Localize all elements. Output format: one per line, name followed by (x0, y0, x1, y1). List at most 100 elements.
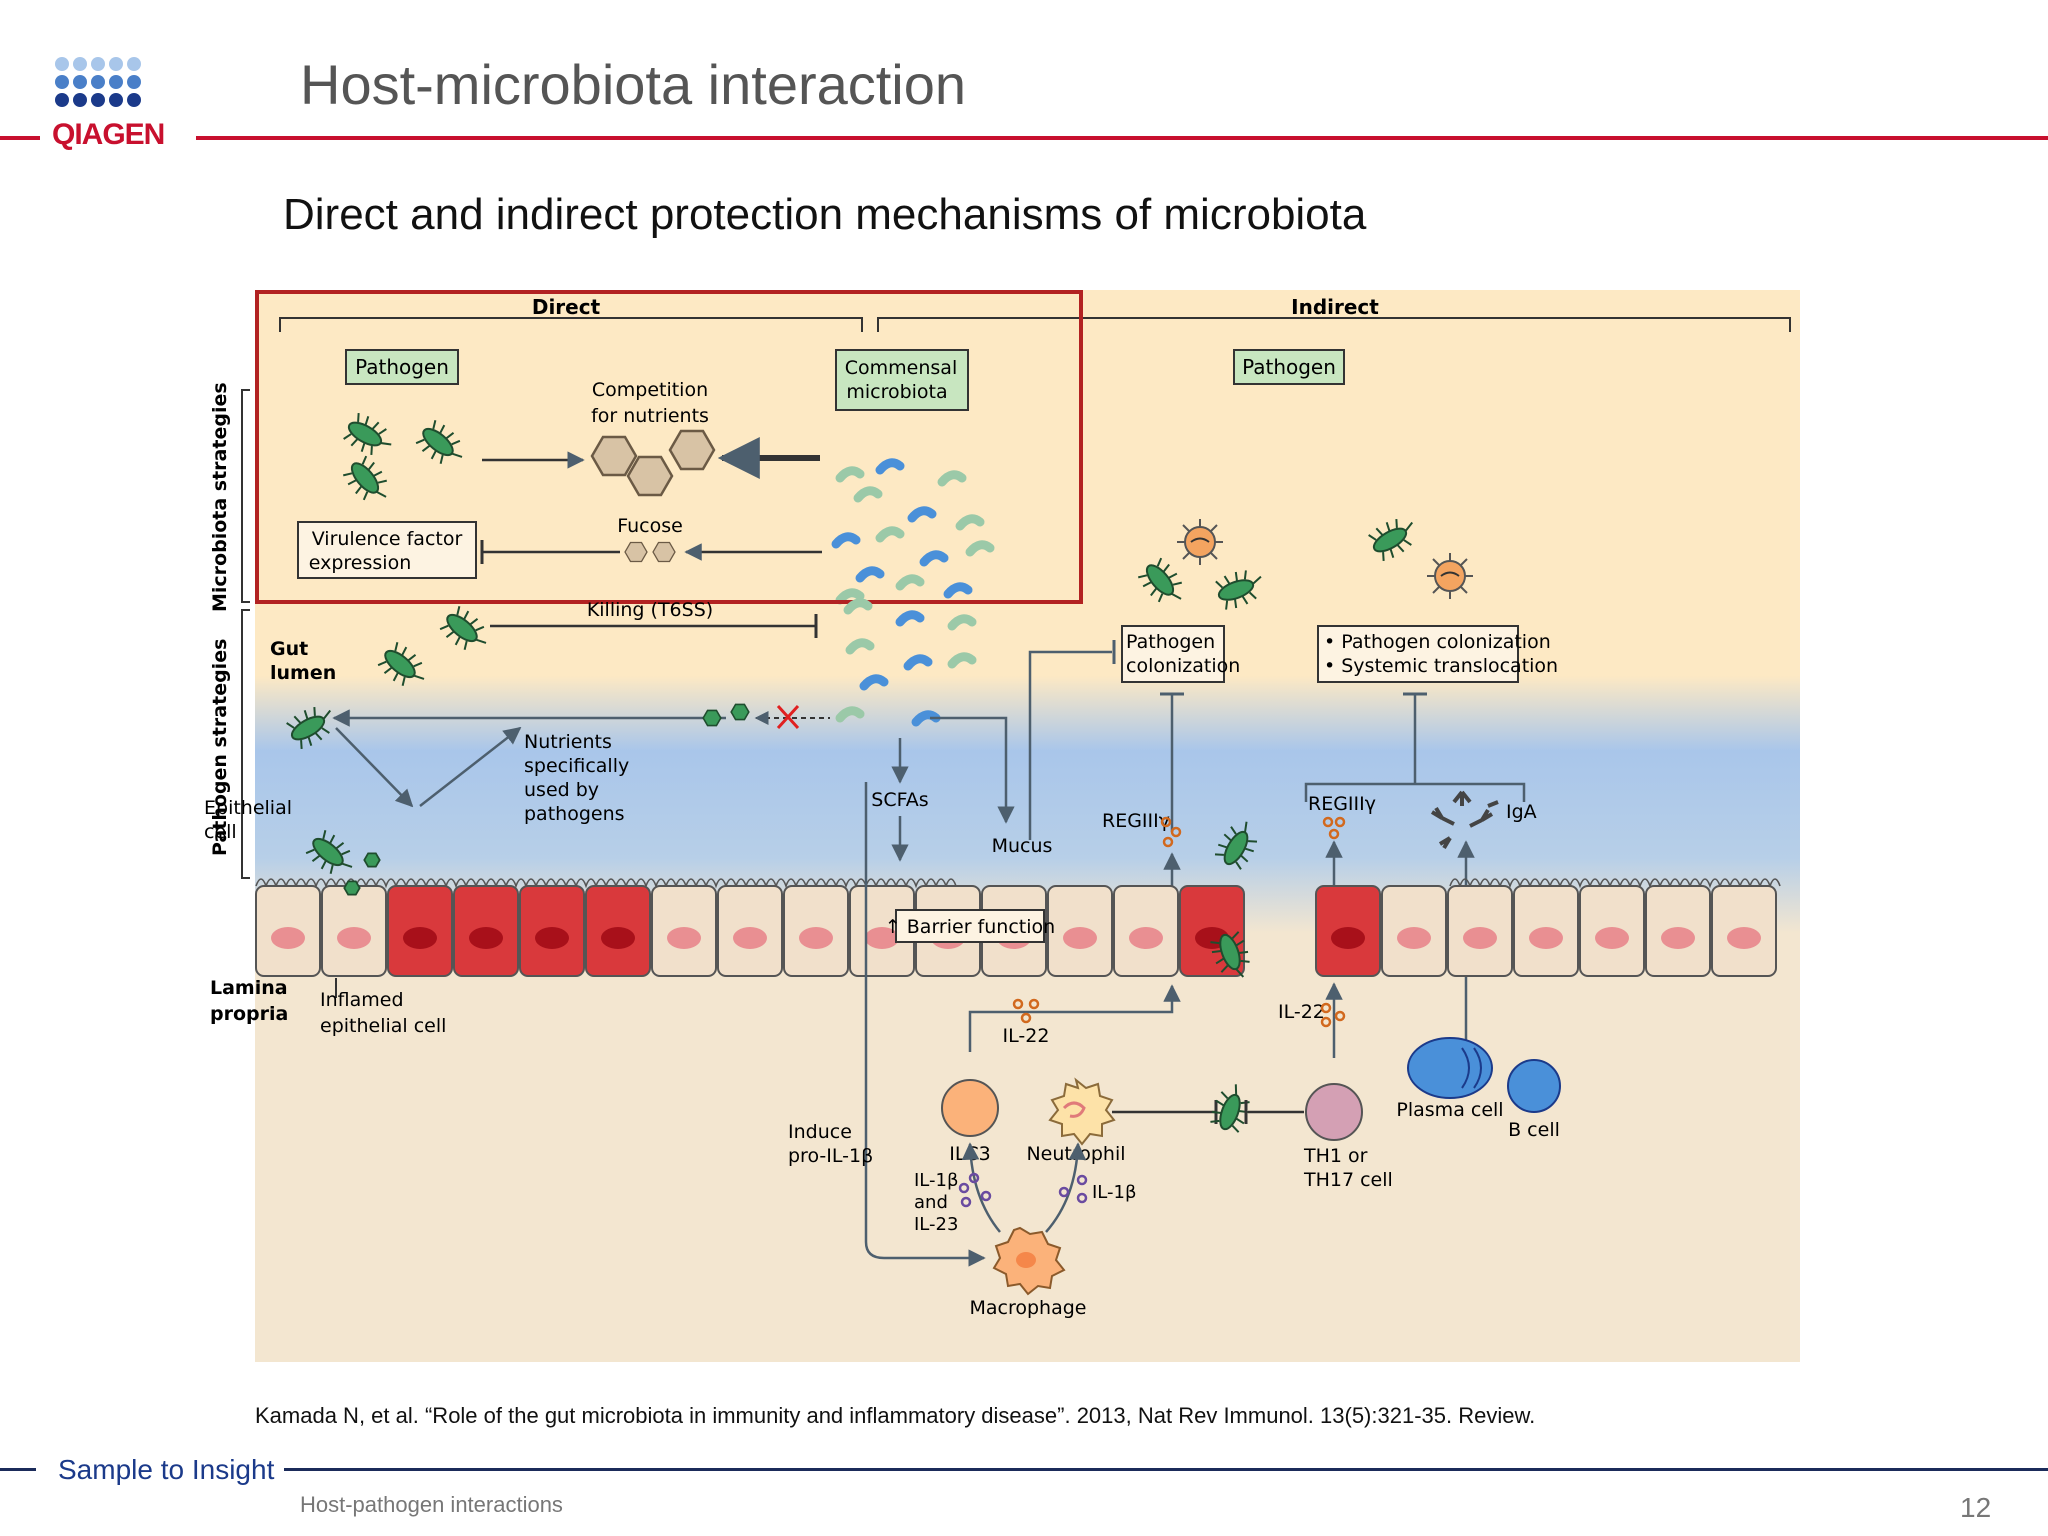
th-label-1: TH1 or (1303, 1145, 1368, 1167)
mucus-arrow (930, 716, 1015, 824)
nutrient-hex-green-2 (730, 703, 750, 721)
macrophage-ilc3-arrow (961, 1142, 1001, 1233)
direct-heading: Direct (532, 295, 601, 319)
il1b-il23-label-2: and (914, 1192, 948, 1213)
nutrient-hex-green-1 (702, 709, 722, 727)
pathogen-box-label: Pathogen (355, 355, 449, 379)
epithelial-label-2: cell (204, 821, 237, 843)
footer-rule-left (0, 1468, 36, 1471)
il22-label-b: IL-22 (1278, 1001, 1325, 1023)
nutrients-label-1: Nutrients (524, 731, 612, 753)
macrophage-cell (992, 1226, 1066, 1296)
th-cell (1305, 1083, 1363, 1141)
logo-dots-icon (55, 57, 141, 107)
barrier-function-label: ↑ Barrier function (885, 916, 1055, 938)
microbiota-strategies-label: Microbiota strategies (209, 382, 231, 612)
slide-title: Host-microbiota interaction (300, 53, 967, 116)
il22-label-a: IL-22 (1003, 1025, 1050, 1047)
commensal-label-2: microbiota (846, 381, 947, 403)
iga-antibody-icon (1430, 790, 1499, 850)
ilc3-cell (941, 1079, 999, 1137)
indirect-bracket (877, 317, 1791, 332)
regiii-dots-a (1160, 816, 1182, 848)
competition-label-2: for nutrients (591, 405, 709, 427)
logo-wordmark: QIAGEN (52, 118, 165, 151)
pathogen-box (345, 349, 459, 385)
fucose-hex-2 (652, 541, 676, 563)
il1b-dots (1058, 1174, 1088, 1204)
direct-highlight-box (255, 290, 1083, 604)
lamina-label-2: propria (210, 1003, 288, 1025)
nutrient-hex-green-3 (363, 852, 381, 868)
fucose-label: Fucose (617, 515, 683, 537)
indirect-outcomes-box (1317, 625, 1519, 683)
citation: Kamada N, et al. “Role of the gut microb… (255, 1403, 1536, 1428)
b-cell (1507, 1059, 1561, 1113)
plasma-cell (1407, 1037, 1493, 1099)
scfas-label: SCFAs (871, 789, 928, 811)
regiii-dots-b (1322, 816, 1346, 840)
competition-label-1: Competition (592, 379, 708, 401)
direct-bracket (279, 317, 863, 332)
indirect-outcome-2: • Systemic translocation (1324, 655, 1558, 677)
virus-icon-1 (1176, 518, 1224, 566)
il1b-il23-dots (958, 1172, 992, 1208)
regiii-label-b: REGIIIγ (1308, 793, 1376, 815)
colonization-label-1: Pathogen (1126, 631, 1215, 653)
pathogen-bracket (241, 609, 250, 879)
indirect-heading: Indirect (1291, 295, 1379, 319)
nutrient-hex-1 (590, 435, 638, 477)
commensal-label-1: Commensal (845, 357, 957, 379)
lamina-label-1: Lamina (210, 977, 288, 999)
indirect-outcome-1: • Pathogen colonization (1324, 631, 1551, 653)
induce-arrow (864, 1241, 986, 1267)
iga-label: IgA (1506, 801, 1537, 823)
il22-dots-a (1012, 998, 1040, 1024)
b-cell-label: B cell (1508, 1119, 1560, 1141)
pathogen-box-indirect-label: Pathogen (1242, 355, 1336, 379)
il1b-il23-label-1: IL-1β (914, 1170, 958, 1191)
gut-microbiota-diagram: Direct Indirect Microbiota strategies Pa… (204, 290, 1800, 1362)
qiagen-logo (54, 56, 184, 156)
induce-label-1: Induce (788, 1121, 852, 1143)
nutrient-hex-2 (626, 455, 674, 497)
virulence-label-2: expression (309, 552, 412, 574)
pathogen-colonization-box (1121, 625, 1225, 683)
il1b-label: IL-1β (1092, 1182, 1136, 1203)
gut-lumen-label-2: lumen (270, 662, 336, 684)
pathogen-to-epithelium-arrow (335, 727, 414, 808)
footer-section: Host-pathogen interactions (300, 1492, 563, 1517)
microbiota-bracket (241, 389, 250, 603)
inflamed-label-2: epithelial cell (320, 1015, 446, 1037)
header-rule-left (0, 136, 40, 140)
nutrients-label-4: pathogens (524, 803, 625, 825)
page-number: 12 (1960, 1492, 1992, 1523)
il1b-il23-label-3: IL-23 (914, 1214, 958, 1235)
virulence-label-1: Virulence factor (312, 528, 463, 550)
inflamed-label-1: Inflamed (320, 989, 404, 1011)
il22-dots-b (1320, 1002, 1346, 1028)
induce-label-2: pro-IL-1β (788, 1145, 873, 1167)
fucose-hex-1 (624, 541, 648, 563)
diagram-background (255, 290, 1800, 1362)
commensal-box (835, 349, 969, 411)
footer-tagline: Sample to Insight (58, 1454, 275, 1485)
nutrients-label-2: specifically (524, 755, 629, 777)
header-rule (196, 136, 2048, 140)
killing-label: Killing (T6SS) (587, 599, 713, 621)
slide-subtitle: Direct and indirect protection mechanism… (283, 190, 1367, 239)
plasma-cell-label: Plasma cell (1396, 1099, 1503, 1121)
regiii-label-a: REGIIIγ (1102, 810, 1170, 832)
th-label-2: TH17 cell (1303, 1169, 1393, 1191)
epithelium-to-nutrient-arrow (419, 726, 522, 807)
pathogen-strategies-label: Pathogen strategies (209, 639, 231, 856)
epithelial-label-1: Epithelial (204, 797, 292, 819)
mucus-inhibit-line (1028, 650, 1112, 840)
blocked-x-icon (776, 704, 800, 730)
colonization-label-2: colonization (1126, 655, 1240, 677)
virulence-box (297, 521, 477, 579)
gut-lumen-label-1: Gut (270, 638, 308, 660)
ilc3-il22-arrow (968, 984, 1181, 1052)
virus-icon-2 (1426, 552, 1474, 600)
macrophage-label: Macrophage (970, 1297, 1087, 1319)
